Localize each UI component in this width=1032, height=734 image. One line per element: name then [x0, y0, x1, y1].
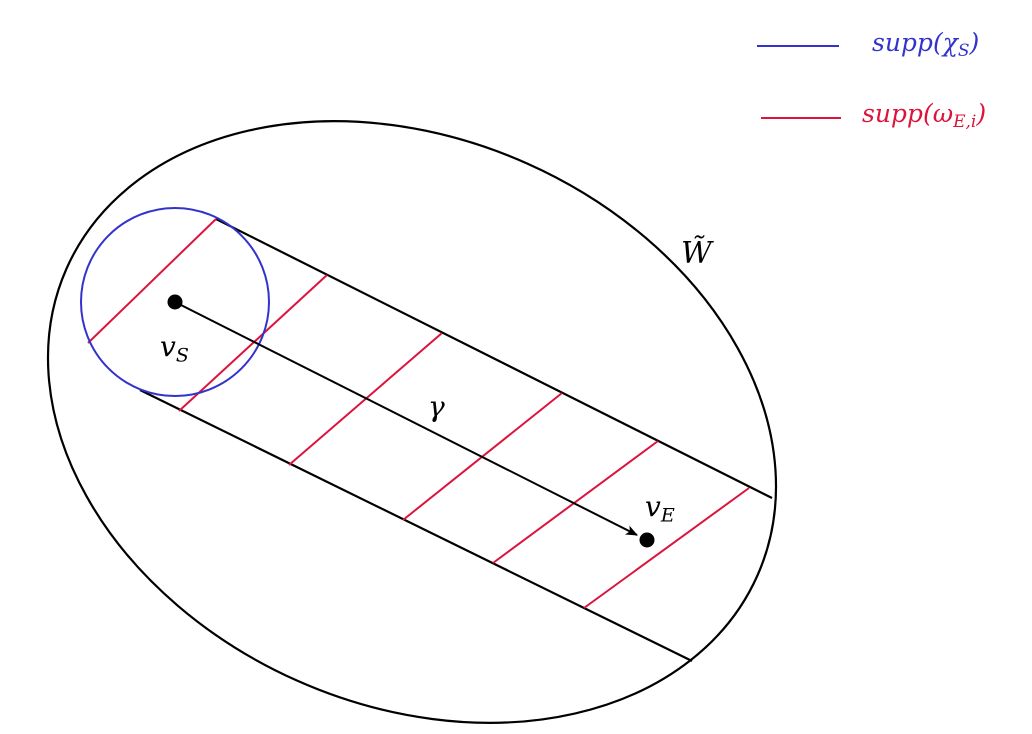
point-v-e	[639, 532, 655, 548]
legend-omega-main: supp(ω	[862, 99, 954, 128]
legend-chi-close: )	[969, 28, 980, 57]
region-w-tilde-boundary	[46, 120, 778, 724]
legend-label-chi-support: supp(χS)	[872, 28, 979, 61]
omega-segment-1	[87, 218, 217, 344]
path-gamma-arrow	[174, 301, 638, 536]
point-label-v-s: vS	[160, 330, 189, 367]
point-v-s	[167, 294, 183, 310]
region-label-w-tilde: W̃	[681, 236, 712, 271]
v-e-sub: E	[660, 504, 675, 527]
path-label-gamma: γ	[428, 390, 445, 423]
chi-support-circle	[80, 207, 270, 397]
v-s-sub: S	[175, 344, 189, 367]
legend-label-omega-support: supp(ωE,i)	[862, 99, 986, 132]
omega-support-segments	[87, 218, 750, 609]
legend-chi-sub: S	[957, 41, 970, 62]
omega-segment-2	[178, 274, 328, 412]
point-label-v-e: vE	[645, 490, 675, 527]
legend-chi-main: supp(χ	[872, 28, 958, 57]
legend-omega-close: )	[976, 99, 987, 128]
omega-segment-5	[492, 440, 659, 564]
v-e-main: v	[645, 490, 661, 523]
band-lower-edge	[139, 389, 693, 662]
band-upper-edge	[215, 218, 773, 499]
v-s-main: v	[160, 330, 176, 363]
legend-omega-sub: E,i	[953, 112, 977, 133]
omega-segment-6	[583, 487, 750, 609]
